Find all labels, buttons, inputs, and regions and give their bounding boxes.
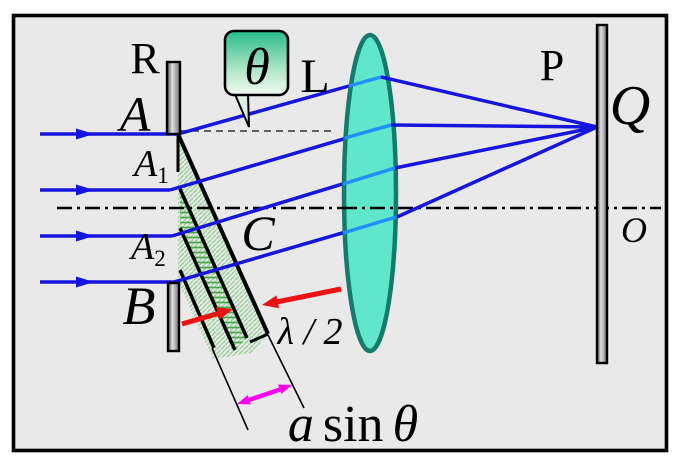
label-slit-edge-A: A — [117, 86, 151, 142]
slit-plate-bottom — [166, 281, 181, 353]
label-zone-A1-base: A — [131, 143, 158, 185]
label-zone-A2-base: A — [128, 226, 155, 268]
ray-arrowhead-2 — [76, 184, 94, 196]
extension-line-left — [211, 347, 249, 431]
ray-arrowhead-1 — [76, 128, 94, 140]
ray-arrowhead-4 — [76, 276, 94, 288]
red-arrow-left-shaft — [181, 310, 220, 327]
path-difference-angle: θ — [393, 396, 419, 453]
label-zone-A1: A1 — [131, 143, 169, 188]
extension-line-right — [267, 334, 305, 409]
label-zone-A2-sub: 2 — [154, 246, 166, 271]
zone-line-4 — [178, 269, 216, 349]
converging-ray-4 — [396, 125, 598, 219]
ray-arrowhead-3 — [76, 230, 94, 242]
zone-line-3 — [178, 227, 237, 351]
observation-screen — [595, 23, 609, 365]
zone-line-1 — [176, 133, 270, 335]
label-zone-A1-sub: 1 — [157, 163, 169, 188]
converging-ray-2 — [390, 123, 598, 129]
incident-rays — [40, 128, 178, 288]
red-arrow-right-head — [262, 295, 279, 309]
half-wave-label: λ / 2 — [276, 311, 342, 353]
label-slit-edge-B: B — [123, 276, 156, 336]
slit-plate-top — [165, 60, 182, 136]
converging-ray-3 — [394, 125, 598, 170]
red-arrow-left-head — [215, 307, 233, 320]
magenta-arrow-head-left — [237, 395, 251, 405]
converging-lens — [341, 32, 399, 354]
converging-rays — [380, 75, 598, 219]
path-difference-func: sin — [323, 396, 384, 453]
label-lens-L: L — [300, 50, 329, 103]
lens-ray-4 — [342, 215, 397, 235]
red-arrow-right-shaft — [276, 286, 342, 305]
callout-bubble — [223, 29, 290, 97]
magenta-arrow-shaft — [247, 387, 282, 403]
label-screen-P: P — [540, 41, 564, 90]
label-focus-Q: Q — [610, 75, 650, 137]
label-zone-A2: A2 — [128, 226, 166, 271]
lens-ray-1 — [348, 75, 382, 88]
theta-label: θ — [244, 39, 270, 96]
label-aperture-R: R — [130, 34, 160, 83]
theta-callout: θ — [223, 29, 290, 128]
zone-line-2 — [178, 188, 249, 339]
half-wave-annotation: λ / 2 — [181, 286, 343, 353]
lens-ray-3 — [342, 166, 396, 186]
label-wavefront-C: C — [241, 205, 275, 261]
label-axis-O: O — [621, 210, 647, 250]
lens-ray-2 — [344, 123, 392, 140]
band-end-cap — [249, 332, 269, 344]
diffracted-ray-1 — [177, 75, 382, 136]
rays-inside-lens — [342, 75, 397, 235]
path-difference-coeff: a — [288, 396, 314, 453]
magenta-arrow-head-right — [278, 384, 292, 394]
converging-ray-1 — [380, 75, 598, 129]
wavefront-band-hatched — [178, 134, 268, 359]
